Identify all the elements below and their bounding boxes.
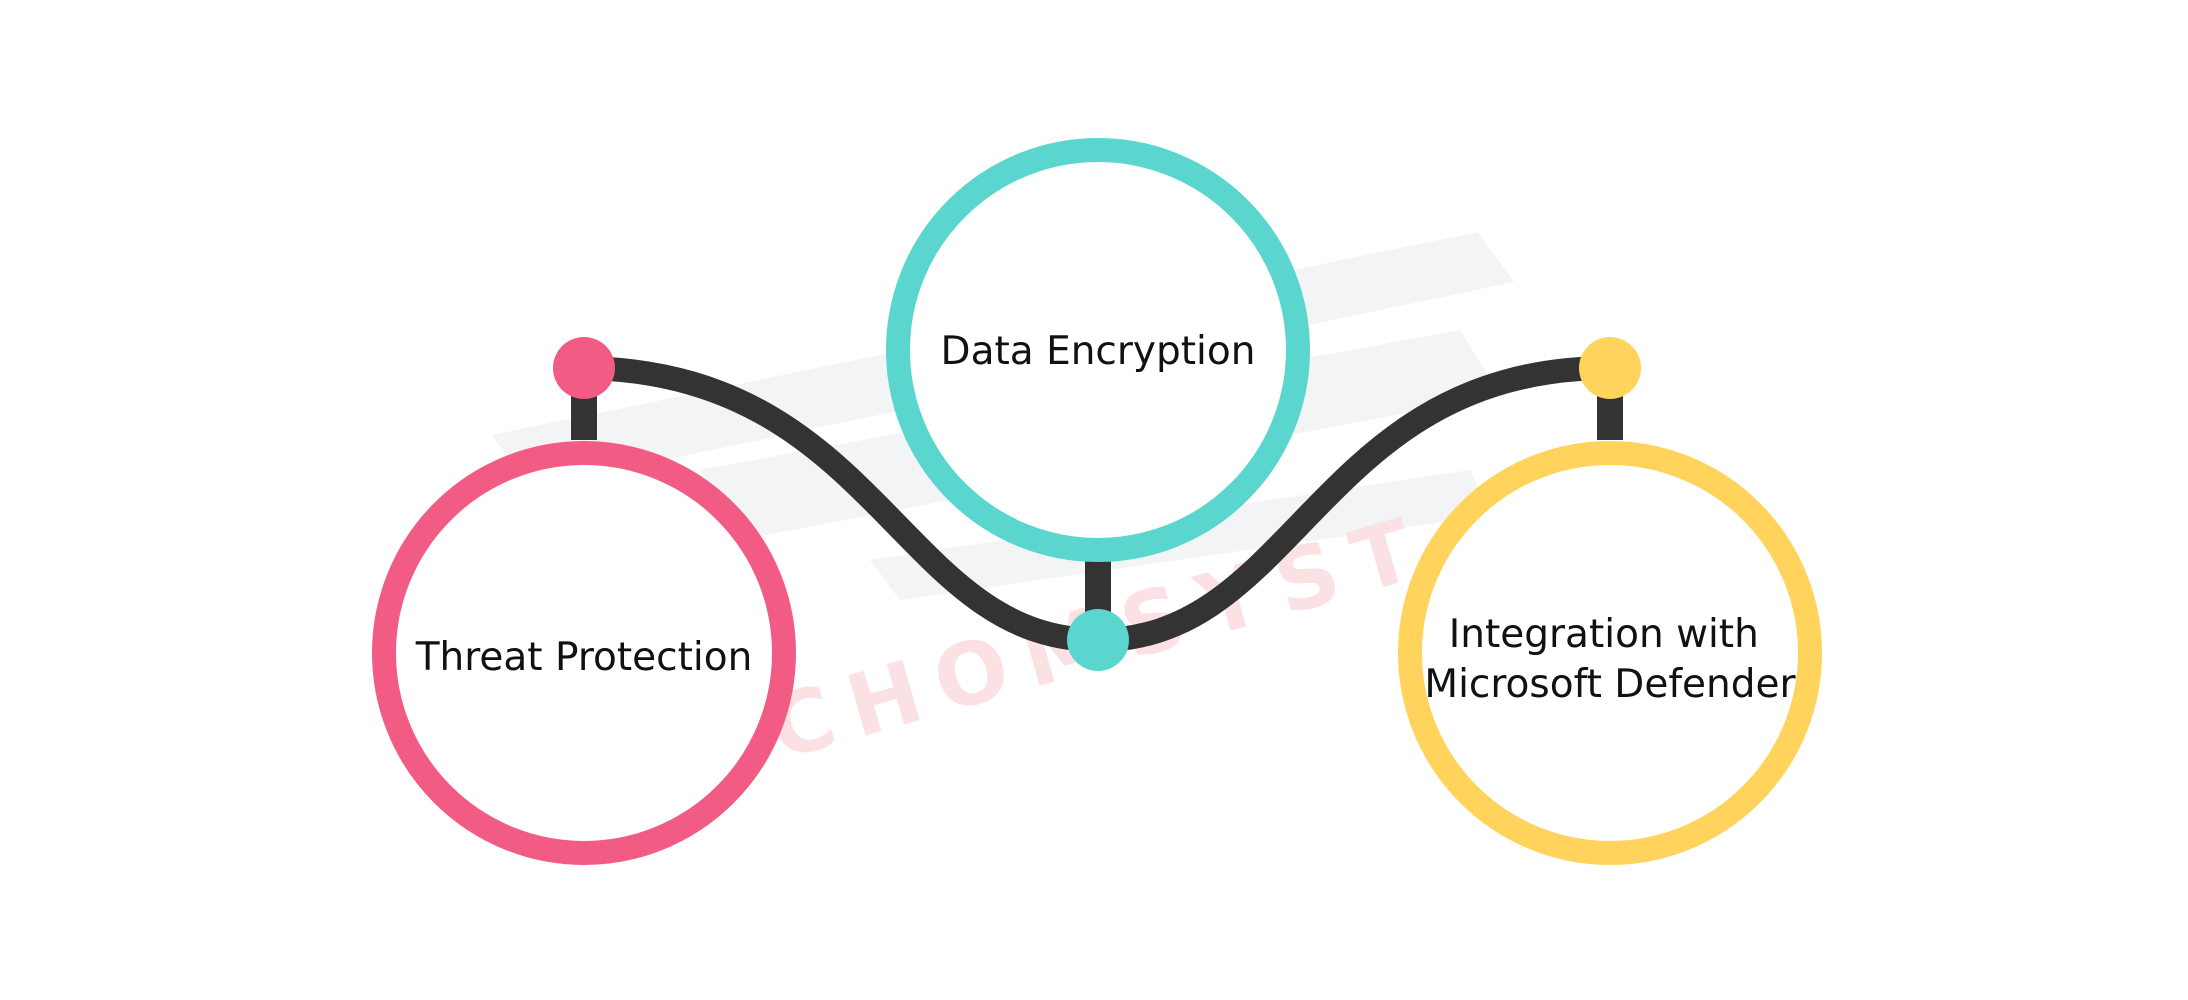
node-label-line: Data Encryption — [941, 329, 1256, 374]
node-label-line: Integration with — [1449, 612, 1759, 657]
node-label-threat-protection: Threat Protection — [415, 635, 753, 680]
node-label-line: Microsoft Defender — [1424, 662, 1796, 707]
node-dot-microsoft-defender — [1579, 337, 1641, 399]
node-ring-threat-protection — [372, 441, 796, 865]
node-label-microsoft-defender: Integration with Microsoft Defender — [1424, 612, 1796, 707]
node-dot-threat-protection — [553, 337, 615, 399]
node-label-data-encryption: Data Encryption — [941, 329, 1256, 374]
node-ring-data-encryption — [886, 138, 1310, 562]
node-ring-microsoft-defender — [1398, 441, 1822, 865]
node-threat-protection: Threat Protection — [372, 337, 796, 865]
node-label-line: Threat Protection — [415, 635, 753, 680]
node-dot-data-encryption — [1067, 609, 1129, 671]
node-microsoft-defender: Integration with Microsoft Defender — [1398, 337, 1822, 865]
node-data-encryption: Data Encryption — [886, 138, 1310, 671]
